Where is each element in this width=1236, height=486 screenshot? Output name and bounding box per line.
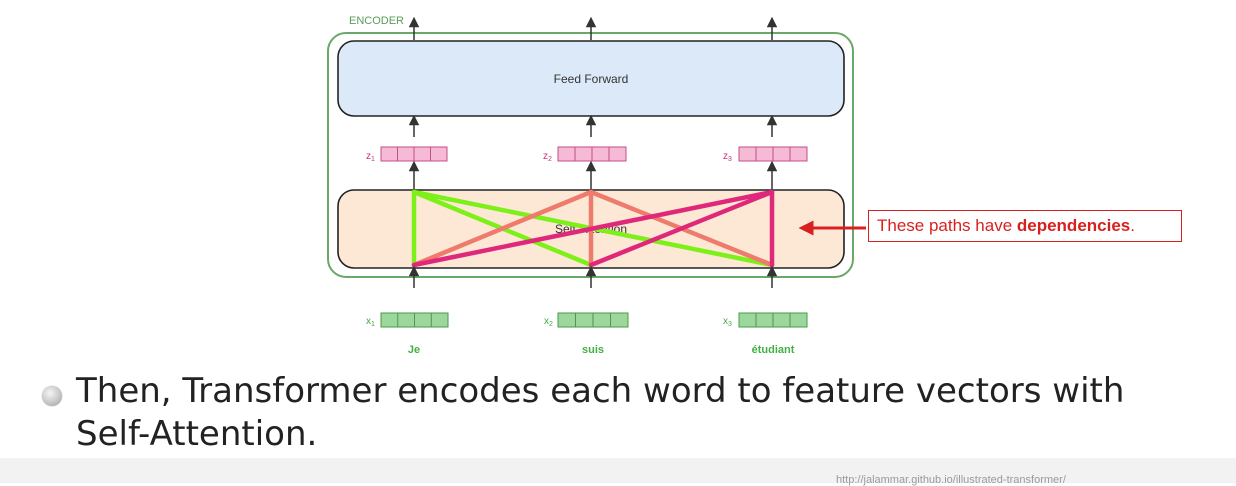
ff-input-arrows [408,114,778,137]
top-arrows [408,16,778,40]
z3-symbol: z3 [723,151,732,163]
bullet-line-1: Then, Transformer encodes each word to f… [76,371,1125,411]
z3-vector: z3 [723,146,808,163]
feed-forward-label: Feed Forward [554,72,629,86]
x3-symbol: x3 [723,316,732,328]
bullet-line-2-suffix: . [306,414,318,454]
sa-output-arrows [408,160,778,190]
bullet-line-2: Self-Attention. [76,413,1176,456]
x1-vector: x1 [366,312,449,328]
callout-suffix: . [1130,216,1135,235]
magenta-paths [411,189,775,268]
z1-symbol: z1 [366,151,375,163]
word-suis: suis [582,344,604,356]
word-je: Je [408,344,420,356]
word-etudiant: étudiant [752,344,795,356]
x2-vector: x2 [544,312,629,328]
dependency-paths [411,189,775,268]
callout-prefix: These paths have [877,216,1017,235]
sa-input-arrows [408,265,778,288]
callout-bold: dependencies [1016,216,1131,235]
encoder-label: ENCODER [349,15,404,27]
footer-band [0,458,1236,483]
x-vectors: x1 x2 x3 [366,312,808,328]
x2-symbol: x2 [544,316,553,328]
bullet-text: Then, Transformer encodes each word to f… [76,370,1176,456]
z2-symbol: z2 [543,151,552,163]
input-words: Je suis étudiant [408,344,795,356]
bullet-icon [42,386,62,406]
x3-vector: x3 [723,312,808,328]
bullet-line-2-main: Self-Attention [76,414,307,454]
dependencies-callout: These paths have dependencies. [868,210,1182,242]
z1-vector: z1 [366,146,448,163]
z2-vector: z2 [543,146,627,163]
z-vectors: z1 z2 z3 [366,146,808,163]
x1-symbol: x1 [366,316,375,328]
